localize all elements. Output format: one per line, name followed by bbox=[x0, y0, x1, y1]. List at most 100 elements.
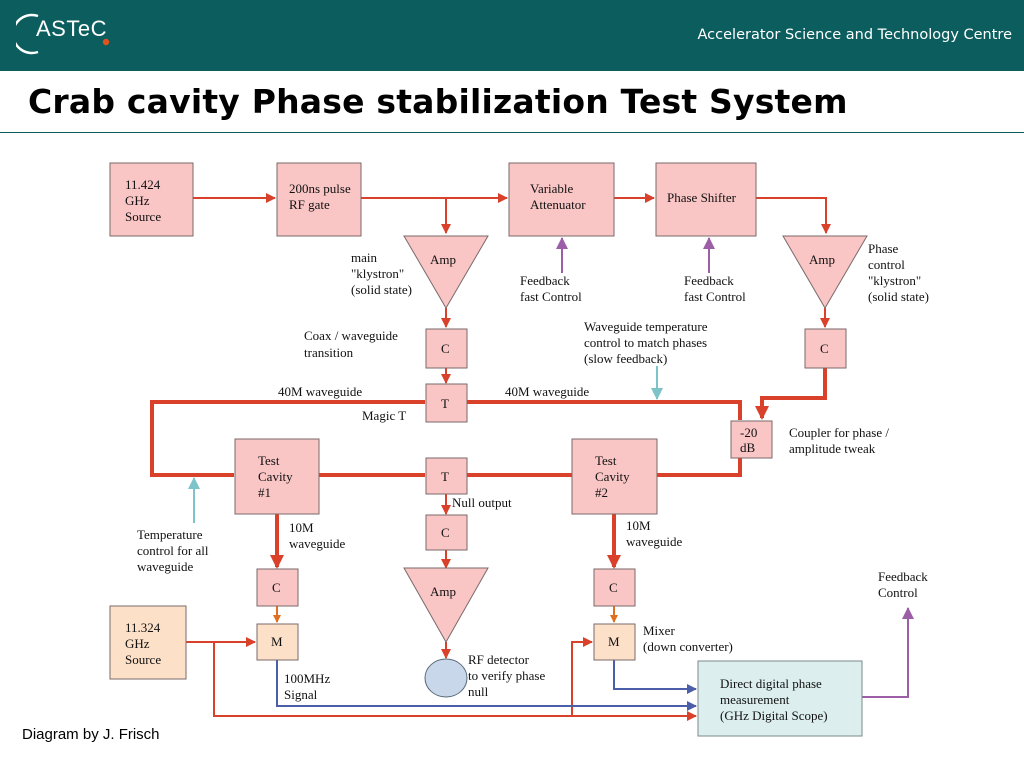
text-line: waveguide bbox=[289, 536, 346, 551]
coupler-label: Coupler for phase /amplitude tweak bbox=[789, 425, 889, 456]
coax-transition-phase: C bbox=[804, 328, 847, 369]
null-c-box: C bbox=[425, 514, 468, 551]
text-line: Feedback bbox=[878, 569, 928, 584]
text-line: (solid state) bbox=[351, 282, 412, 297]
text-line: fast Control bbox=[684, 289, 746, 304]
phase-control-amp: Amp bbox=[782, 235, 868, 309]
magic-t-label: Magic T bbox=[362, 408, 406, 423]
text-line: (GHz Digital Scope) bbox=[720, 708, 828, 723]
null-t-letter: T bbox=[441, 469, 449, 484]
page-title: Crab cavity Phase stabilization Test Sys… bbox=[28, 82, 848, 121]
null-output-label: Null output bbox=[452, 495, 512, 510]
waveguide-40m-left: 40M waveguide bbox=[278, 384, 362, 399]
text-line: Temperature bbox=[137, 527, 203, 542]
text-line: Waveguide temperature bbox=[584, 319, 708, 334]
text-line: measurement bbox=[720, 692, 790, 707]
text-line: transition bbox=[304, 345, 354, 360]
text-line: Phase bbox=[868, 241, 899, 256]
text-line: control bbox=[868, 257, 905, 272]
text-line: waveguide bbox=[626, 534, 683, 549]
header-bar: ASTeC Accelerator Science and Technology… bbox=[0, 0, 1024, 71]
text-line: (down converter) bbox=[643, 639, 733, 654]
mixer-2-box: M bbox=[593, 623, 636, 661]
astec-logo-icon bbox=[16, 13, 110, 55]
mixer-1-letter: M bbox=[271, 634, 283, 649]
title-divider bbox=[0, 132, 1024, 133]
logo-text: ASTeC bbox=[36, 16, 107, 41]
text-line: 10M bbox=[289, 520, 314, 535]
text-line: to verify phase bbox=[468, 668, 545, 683]
phase-shifter-label: Phase Shifter bbox=[667, 190, 737, 205]
text-line: 11.424 bbox=[125, 177, 161, 192]
text-line: amplitude tweak bbox=[789, 441, 876, 456]
magic-t-letter: T bbox=[441, 396, 449, 411]
null-amp-label: Amp bbox=[430, 584, 456, 599]
text-line: Source bbox=[125, 209, 161, 224]
text-line: Cavity bbox=[258, 469, 293, 484]
text-line: Test bbox=[595, 453, 617, 468]
text-line: RF detector bbox=[468, 652, 530, 667]
text-line: GHz bbox=[125, 193, 150, 208]
text-line: main bbox=[351, 250, 377, 265]
main-amp-label: Amp bbox=[430, 252, 456, 267]
magic-t-box: T bbox=[425, 383, 468, 423]
text-line: Cavity bbox=[595, 469, 630, 484]
text-line: Direct digital phase bbox=[720, 676, 822, 691]
text-line: Feedback bbox=[684, 273, 734, 288]
diagram-credit: Diagram by J. Frisch bbox=[22, 726, 160, 743]
mixer-1-box: M bbox=[256, 623, 299, 661]
coax-transition-main: C bbox=[425, 328, 468, 369]
text-line: dB bbox=[740, 440, 756, 455]
text-line: "klystron" bbox=[351, 266, 404, 281]
signal-lines bbox=[150, 193, 914, 721]
text-line: Mixer bbox=[643, 623, 675, 638]
text-line: 11.324 bbox=[125, 620, 161, 635]
text-line: 10M bbox=[626, 518, 651, 533]
main-klystron-label: main"klystron"(solid state) bbox=[351, 250, 412, 297]
coax-c-label-1: C bbox=[441, 341, 450, 356]
text-line: fast Control bbox=[520, 289, 582, 304]
text-line: "klystron" bbox=[868, 273, 921, 288]
text-line: control to match phases bbox=[584, 335, 707, 350]
null-amp: Amp bbox=[403, 567, 489, 644]
text-line: Variable bbox=[530, 181, 574, 196]
text-line: GHz bbox=[125, 636, 150, 651]
phase-amp-label: Amp bbox=[809, 252, 835, 267]
main-amp: Amp bbox=[403, 235, 489, 309]
null-c-letter: C bbox=[441, 525, 450, 540]
coax-cavity-2: C bbox=[593, 568, 636, 607]
text-line: #2 bbox=[595, 485, 608, 500]
text-line: 100MHz bbox=[284, 671, 330, 686]
mixer-2-letter: M bbox=[608, 634, 620, 649]
text-line: (slow feedback) bbox=[584, 351, 667, 366]
text-line: (solid state) bbox=[868, 289, 929, 304]
text-line: Coax / waveguide bbox=[304, 328, 398, 343]
text-line: Coupler for phase / bbox=[789, 425, 889, 440]
organization-name: Accelerator Science and Technology Centr… bbox=[697, 27, 1012, 43]
coax-cavity-1: C bbox=[256, 568, 299, 607]
